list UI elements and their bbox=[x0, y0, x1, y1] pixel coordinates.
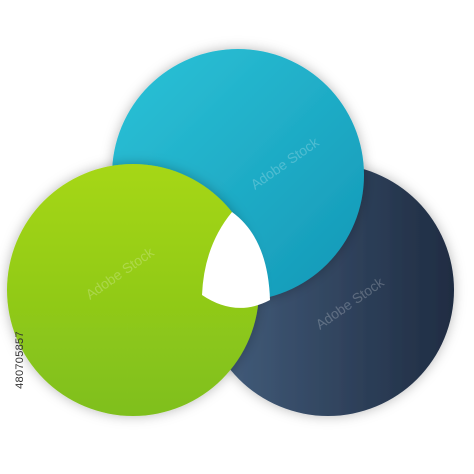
green-circle bbox=[7, 164, 259, 416]
center-gap bbox=[202, 212, 270, 308]
stock-id-label: 480705857 bbox=[14, 290, 26, 430]
stock-id-text: 480705857 bbox=[14, 331, 27, 389]
